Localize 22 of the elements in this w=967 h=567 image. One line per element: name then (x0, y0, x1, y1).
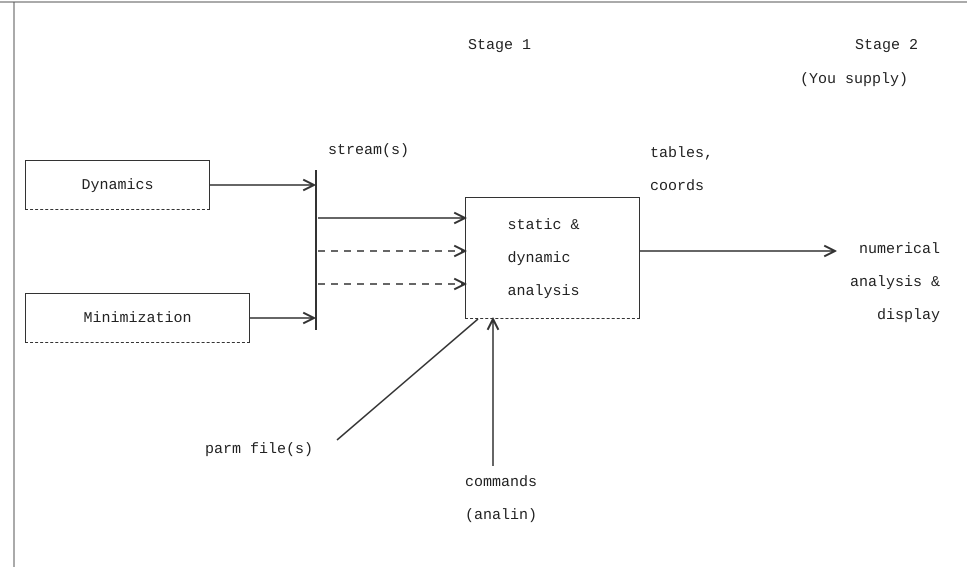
process-box (465, 197, 640, 319)
node-text: parm file(s) (205, 440, 314, 460)
node-text: commands (465, 473, 538, 493)
arrow (210, 178, 316, 192)
stage-label: Stage 2 (855, 36, 918, 56)
stage-label: (You supply) (800, 70, 908, 90)
arrow (318, 278, 466, 290)
arrow (318, 244, 466, 258)
connector-line (336, 318, 478, 441)
box-label: Dynamics (81, 176, 154, 196)
box-label: Minimization (83, 308, 192, 328)
arrow (486, 318, 500, 466)
process-box (25, 160, 210, 210)
node-text: numerical analysis & display (848, 240, 940, 326)
stream-label: stream(s) (328, 141, 410, 161)
box-label: static & dynamic analysis (508, 216, 581, 302)
node-text: (analin) (465, 506, 538, 526)
arrow (250, 312, 316, 324)
arrow (640, 244, 836, 258)
arrow (318, 212, 466, 224)
stage-label: Stage 1 (468, 36, 532, 56)
process-box (25, 293, 250, 343)
